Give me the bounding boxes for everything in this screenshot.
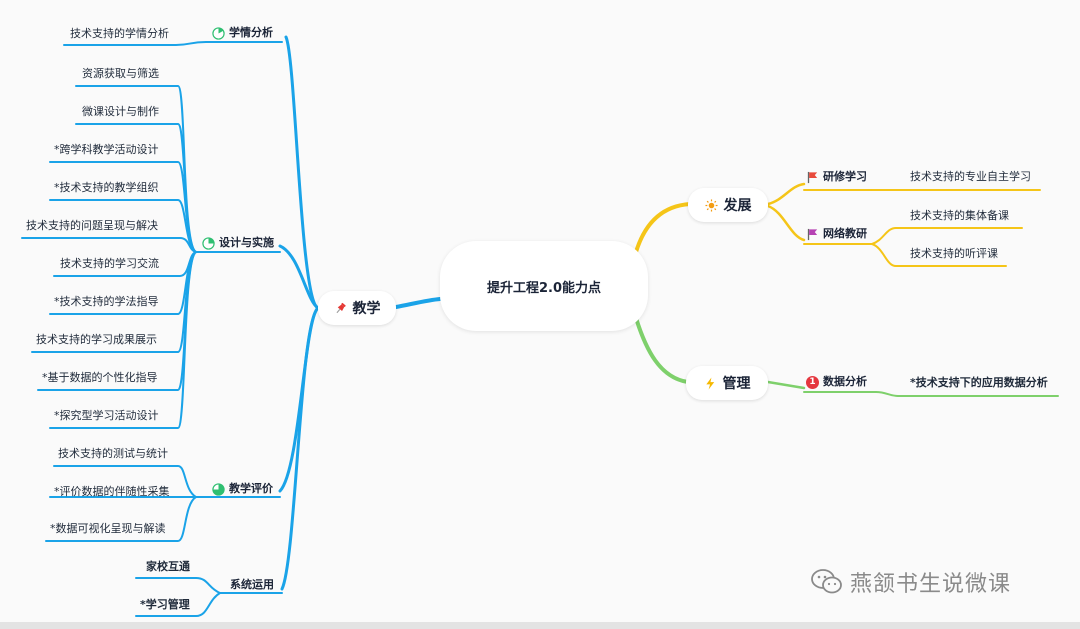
group-system[interactable]: 系统运用	[230, 578, 274, 592]
watermark: 燕颔书生说微课	[810, 566, 1011, 598]
link-center-development	[634, 202, 692, 254]
group-research-label: 网络教研	[823, 227, 867, 240]
group-analysis-label: 学情分析	[229, 26, 273, 39]
progress-pie-icon	[212, 482, 225, 496]
link-development-training	[766, 182, 806, 206]
group-data-label: 数据分析	[823, 375, 867, 388]
progress-pie-icon	[212, 26, 225, 40]
leaf-system-0[interactable]: 家校互通	[146, 560, 190, 573]
leaf-training-0[interactable]: 技术支持的专业自主学习	[910, 170, 1031, 183]
bottom-strip	[0, 622, 1080, 629]
leaf-evaluation-1[interactable]: *评价数据的伴随性采集	[54, 485, 170, 498]
red-flag-icon	[807, 171, 818, 183]
branch-teaching-label: 教学	[352, 301, 381, 317]
leaf-design-3[interactable]: *技术支持的教学组织	[54, 181, 159, 194]
group-design-label: 设计与实施	[219, 236, 274, 249]
priority-badge-icon: 1	[806, 375, 819, 389]
group-training-label: 研修学习	[823, 170, 867, 183]
leaf-design-9[interactable]: *探究型学习活动设计	[54, 409, 159, 422]
lightning-icon	[705, 376, 714, 390]
link-management-data	[766, 380, 806, 390]
link-teaching-design	[278, 244, 320, 310]
center-topic-label: 提升工程2.0能力点	[486, 280, 602, 296]
sun-icon	[704, 198, 718, 212]
wechat-icon	[811, 569, 842, 594]
leaf-design-6[interactable]: *技术支持的学法指导	[54, 295, 159, 308]
branch-management-label: 管理	[722, 376, 751, 392]
leaf-design-0[interactable]: 资源获取与筛选	[82, 67, 159, 80]
link-research-leaf-1	[871, 243, 1007, 267]
link-teaching-system	[280, 306, 320, 591]
group-data[interactable]: 1 数据分析	[806, 375, 867, 389]
link-evaluation-leaf-0	[53, 465, 197, 498]
branch-teaching[interactable]: 教学	[318, 291, 396, 325]
link-development-research	[766, 204, 806, 242]
leaf-evaluation-0[interactable]: 技术支持的测试与统计	[58, 447, 168, 460]
leaf-evaluation-2[interactable]: *数据可视化呈现与解读	[50, 522, 166, 535]
leaf-research-1[interactable]: 技术支持的听评课	[910, 247, 998, 260]
link-teaching-analysis	[284, 35, 320, 310]
branch-development-label: 发展	[723, 198, 752, 214]
link-center-teaching	[394, 297, 442, 309]
link-evaluation-leaf-2	[45, 496, 197, 542]
link-design-leaf-4	[21, 237, 197, 253]
link-teaching-evaluation	[278, 306, 320, 493]
group-evaluation-label: 教学评价	[229, 482, 273, 495]
leaf-system-1[interactable]: *学习管理	[140, 598, 190, 611]
purple-flag-icon	[807, 228, 818, 240]
leaf-design-5[interactable]: 技术支持的学习交流	[60, 257, 159, 270]
branch-management[interactable]: 管理	[686, 366, 768, 400]
link-system-leaf-0	[135, 577, 221, 594]
branch-development[interactable]: 发展	[688, 188, 768, 222]
group-design[interactable]: 设计与实施	[202, 236, 274, 250]
link-design-leaf-9	[49, 251, 197, 429]
pushpin-icon	[335, 302, 346, 313]
link-data-leaf	[875, 391, 1059, 397]
leaf-design-2[interactable]: *跨学科教学活动设计	[54, 143, 159, 156]
leaf-design-1[interactable]: 微课设计与制作	[82, 105, 159, 118]
link-research-leaf-0	[871, 227, 1023, 245]
group-research[interactable]: 网络教研	[806, 227, 867, 241]
group-analysis[interactable]: 学情分析	[212, 26, 273, 40]
link-design-leaf-8	[37, 251, 197, 391]
group-evaluation[interactable]: 教学评价	[212, 482, 273, 496]
progress-pie-icon	[202, 236, 215, 250]
leaf-analysis-0[interactable]: 技术支持的学情分析	[70, 27, 169, 40]
link-analysis-leaf	[63, 41, 207, 46]
leaf-design-7[interactable]: 技术支持的学习成果展示	[36, 333, 157, 346]
link-system-leaf-1	[135, 592, 221, 617]
leaf-data-0[interactable]: *技术支持下的应用数据分析	[910, 376, 1048, 389]
group-training[interactable]: 研修学习	[806, 170, 867, 184]
leaf-design-8[interactable]: *基于数据的个性化指导	[42, 371, 158, 384]
leaf-research-0[interactable]: 技术支持的集体备课	[910, 209, 1009, 222]
leaf-design-4[interactable]: 技术支持的问题呈现与解决	[26, 219, 158, 232]
watermark-text: 燕颔书生说微课	[850, 572, 1012, 597]
center-topic[interactable]: 提升工程2.0能力点	[440, 241, 648, 331]
link-center-management	[634, 316, 690, 384]
group-system-label: 系统运用	[230, 578, 274, 591]
